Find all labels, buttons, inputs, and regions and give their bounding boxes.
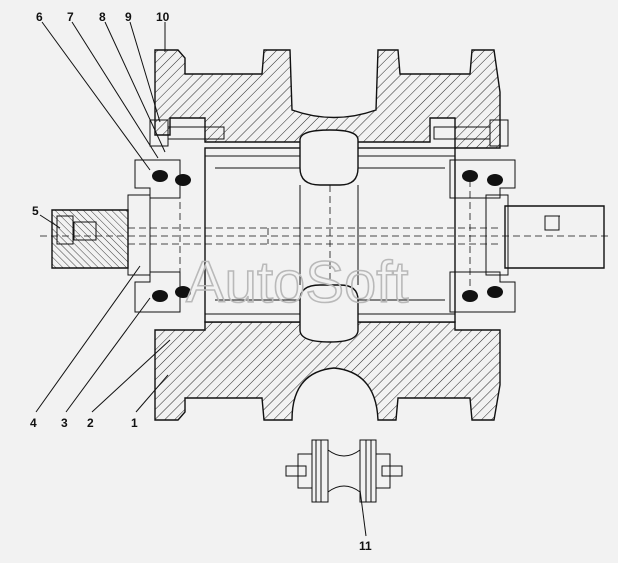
left-bearing-roller-upper-2 — [175, 174, 191, 186]
right-bolt-shank — [433, 126, 491, 140]
plug-bore — [73, 221, 97, 241]
callout-7: 7 — [67, 10, 74, 24]
right-cover-lower — [449, 271, 516, 313]
right-bearing-roller-lower — [462, 290, 478, 302]
callout-4: 4 — [30, 416, 37, 430]
center-rib — [299, 129, 359, 186]
plug-right — [544, 215, 560, 231]
left-collar — [127, 194, 151, 276]
right-cover-upper — [449, 159, 516, 199]
callout-2: 2 — [87, 416, 94, 430]
right-collar — [485, 194, 509, 276]
left-bearing-roller-upper — [152, 170, 168, 182]
callout-8: 8 — [99, 10, 106, 24]
right-bearing-roller-upper-2 — [487, 174, 503, 186]
callout-10: 10 — [156, 10, 170, 24]
callout-6: 6 — [36, 10, 43, 24]
watermark: AutoSoft — [186, 250, 408, 315]
callout-3: 3 — [61, 416, 68, 430]
leader-lines — [35, 21, 367, 537]
roller-body-lower — [154, 321, 501, 421]
left-cover-lower — [134, 271, 181, 313]
left-bearing-roller-lower-2 — [175, 286, 191, 298]
shaft-left-stub — [51, 209, 129, 269]
shaft-right-stub — [504, 205, 605, 269]
roller-body-upper — [154, 49, 501, 149]
right-bearing-roller-upper — [462, 170, 478, 182]
callout-11: 11 — [359, 539, 372, 553]
roller-overview — [285, 439, 403, 503]
left-bolt-shank — [167, 126, 225, 140]
plug-left — [56, 215, 74, 245]
callout-5: 5 — [32, 204, 39, 218]
callout-9: 9 — [125, 10, 132, 24]
callout-1: 1 — [131, 416, 138, 430]
left-bearing-roller-lower — [152, 290, 168, 302]
right-bearing-roller-lower-2 — [487, 286, 503, 298]
